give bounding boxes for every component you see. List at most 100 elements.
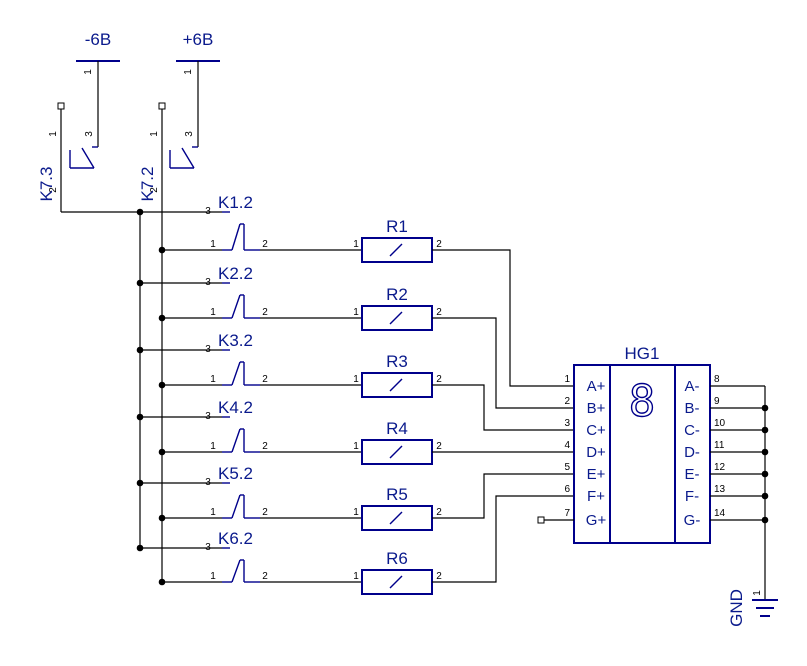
pin-number: 2	[262, 374, 268, 385]
contact-k4	[222, 416, 260, 453]
pin-number: 3	[205, 344, 211, 355]
display-pin-label: D-	[684, 444, 700, 461]
pin-number: 14	[714, 508, 726, 519]
junction-dot	[136, 346, 144, 354]
pin-number: 13	[714, 484, 726, 495]
pin-number: 1	[564, 374, 570, 385]
pin-number: 2	[436, 571, 442, 582]
pin-number: 1	[210, 441, 216, 452]
contact-label: K2.2	[218, 264, 253, 283]
pin-number: 2	[436, 441, 442, 452]
pin-number: 7	[564, 508, 570, 519]
contact-k5	[222, 482, 260, 519]
pin-number: 5	[564, 462, 570, 473]
pin-number: 6	[564, 484, 570, 495]
display-pin-label: C+	[586, 422, 606, 439]
pin-number: 1	[183, 69, 194, 75]
pin-number: 3	[205, 542, 211, 553]
resistor-label: R6	[386, 549, 408, 568]
pin-number: 1	[353, 441, 359, 452]
resistor-label: R4	[386, 419, 408, 438]
display-pin-label: D+	[586, 444, 606, 461]
junction-dot	[136, 479, 144, 487]
contact-label: K1.2	[218, 193, 253, 212]
pin-number: 9	[714, 396, 720, 407]
trace-6	[432, 495, 574, 583]
pin-number: 4	[564, 440, 570, 451]
trace-2	[432, 317, 574, 409]
pin-number: 10	[714, 418, 726, 429]
pin-number: 8	[714, 374, 720, 385]
display-name: HG1	[625, 344, 660, 363]
pin-number: 2	[436, 374, 442, 385]
junction-dot	[158, 314, 166, 322]
contact-k1	[222, 211, 260, 251]
junction-dot	[158, 381, 166, 389]
pin-number: 1	[210, 374, 216, 385]
junction-dot	[136, 413, 144, 421]
relay-k7-3-label: K7.3	[37, 167, 56, 202]
contact-label: K6.2	[218, 529, 253, 548]
resistor-label: R5	[386, 485, 408, 504]
pin-number: 2	[262, 307, 268, 318]
display-pin-label: F+	[587, 488, 605, 505]
pin-number: 1	[353, 374, 359, 385]
pin-number: 1	[149, 131, 160, 137]
pin-number: 2	[564, 396, 570, 407]
junction-dot	[158, 578, 166, 586]
relay-k7-3: K7.3 1 3 2	[37, 61, 99, 212]
contact-k6	[222, 547, 260, 583]
pin-number: 1	[353, 307, 359, 318]
pin-number: 2	[149, 187, 160, 193]
pin-number: 1	[48, 131, 59, 137]
junction-dot	[158, 448, 166, 456]
trace-1	[432, 249, 574, 387]
pin-number: 2	[262, 507, 268, 518]
pin-number: 1	[210, 239, 216, 250]
display-pin-label: E+	[587, 466, 606, 483]
pin-number: 1	[83, 69, 94, 75]
pin-number: 3	[205, 206, 211, 217]
display-pin-label: C-	[684, 422, 700, 439]
display-hg1: HG1 8	[573, 344, 711, 544]
display-pin-label: E-	[685, 466, 700, 483]
pin-number: 1	[353, 239, 359, 250]
relay-k7-2-label: K7.2	[138, 167, 157, 202]
contact-k3	[222, 349, 260, 386]
power-pos-label: +6B	[183, 30, 214, 49]
pin-number: 3	[564, 418, 570, 429]
junction-dot	[136, 279, 144, 287]
pin-number: 1	[353, 571, 359, 582]
pin-number: 12	[714, 462, 726, 473]
contact-label: K4.2	[218, 398, 253, 417]
display-pin-label: F-	[685, 488, 699, 505]
g-plus-stub	[537, 516, 574, 524]
junction-dot	[136, 208, 144, 216]
display-pin-label: G+	[586, 512, 607, 529]
pin-number: 2	[48, 187, 59, 193]
pin-number: 3	[184, 131, 195, 137]
contact-label: K3.2	[218, 331, 253, 350]
display-pin-label: G-	[684, 512, 701, 529]
junction-dot	[158, 514, 166, 522]
pin-number: 1	[752, 590, 763, 596]
display-pin-label: B-	[685, 400, 700, 417]
pin-number: 2	[436, 307, 442, 318]
pin-number: 2	[262, 441, 268, 452]
bus-k7-3	[61, 211, 141, 548]
pin-number: 1	[210, 507, 216, 518]
display-glyph: 8	[629, 376, 656, 427]
pin-number: 2	[262, 571, 268, 582]
relay-k7-2: K7.2 1 3 2	[138, 61, 199, 582]
contact-label: K5.2	[218, 464, 253, 483]
pin-number: 3	[205, 411, 211, 422]
pin-number: 2	[436, 239, 442, 250]
pin-number: 2	[436, 507, 442, 518]
pin-number: 1	[210, 307, 216, 318]
